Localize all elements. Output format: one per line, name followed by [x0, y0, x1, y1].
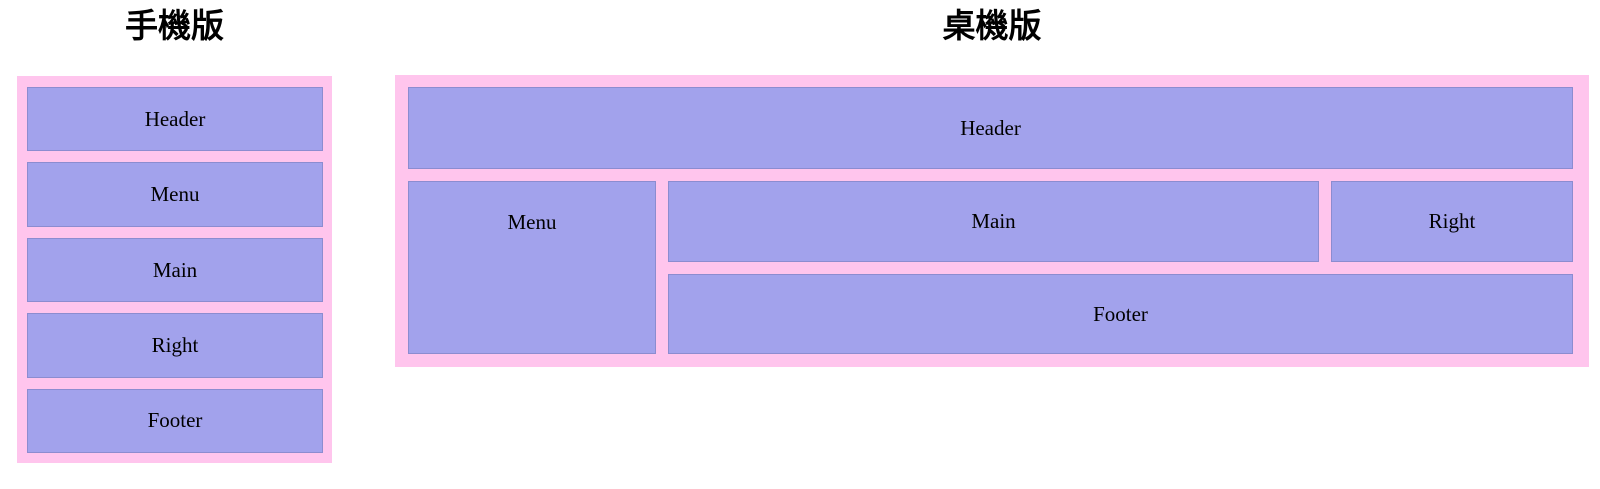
mobile-layout-container: Header Menu Main Right Footer	[17, 76, 332, 463]
desktop-main-label: Main	[971, 209, 1016, 233]
mobile-menu-box: Menu	[27, 162, 323, 227]
desktop-main-box: Main	[668, 181, 1319, 262]
desktop-version-title: 桌機版	[942, 7, 1042, 44]
desktop-menu-box: Menu	[408, 181, 656, 354]
mobile-header-label: Header	[144, 106, 206, 131]
mobile-menu-label: Menu	[150, 182, 200, 207]
mobile-version-title: 手機版	[125, 7, 224, 44]
mobile-footer-box: Footer	[27, 388, 323, 454]
mobile-footer-label: Footer	[147, 408, 203, 433]
mobile-main-box: Main	[27, 237, 323, 303]
desktop-footer-box: Footer	[668, 274, 1573, 354]
mobile-right-box: Right	[27, 313, 323, 378]
mobile-right-label: Right	[151, 332, 199, 357]
mobile-header-box: Header	[27, 87, 323, 152]
desktop-right-box: Right	[1331, 181, 1573, 262]
desktop-menu-label: Menu	[507, 210, 557, 234]
mobile-main-label: Main	[152, 257, 198, 282]
desktop-header-label: Header	[960, 115, 1021, 140]
desktop-right-label: Right	[1428, 209, 1476, 233]
desktop-footer-label: Footer	[1093, 301, 1148, 326]
desktop-layout-container: Header Menu Main Right Footer	[395, 75, 1589, 367]
desktop-header-box: Header	[408, 87, 1573, 169]
